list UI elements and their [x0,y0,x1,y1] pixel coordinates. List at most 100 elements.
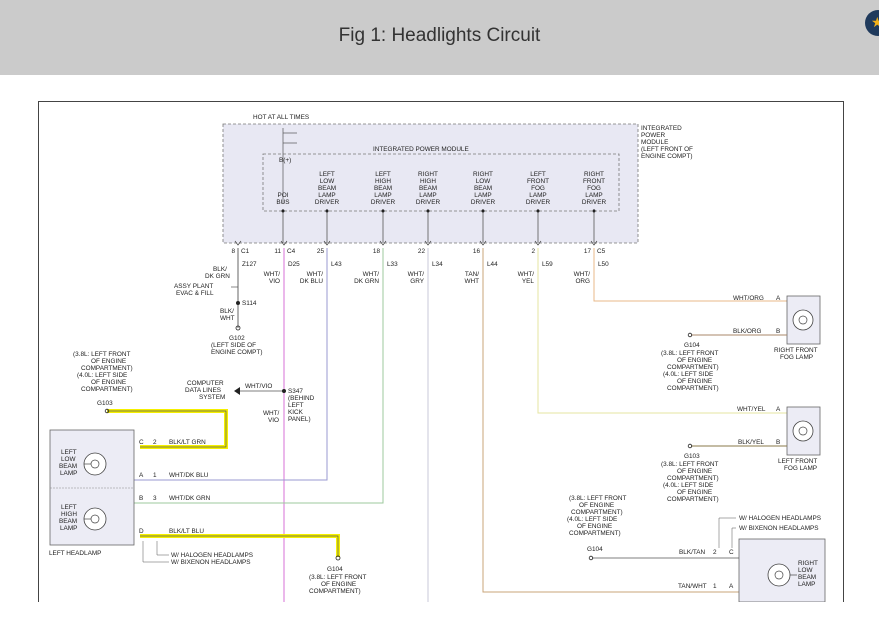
circuit-id: Z127 [242,261,257,268]
driver-label-line: DRIVER [471,199,496,206]
svg-text:WHT/DK BLU: WHT/DK BLU [169,472,209,479]
svg-text:HIGH: HIGH [61,511,77,518]
svg-text:D: D [139,528,144,535]
svg-text:COMPARTMENT): COMPARTMENT) [667,496,719,503]
page-header: Fig 1: Headlights Circuit [0,0,879,75]
svg-text:S347: S347 [288,388,303,395]
ground-g102-icon [235,325,241,331]
svg-text:COMPARTMENT): COMPARTMENT) [309,588,361,595]
svg-text:G103: G103 [684,453,700,460]
svg-text:RIGHT FRONT: RIGHT FRONT [774,347,818,354]
pin-number: 18 [373,248,381,255]
driver-label-line: LEFT [530,171,546,178]
svg-text:OF ENGINE: OF ENGINE [677,378,712,385]
ground-g103-fog-icon [687,443,693,449]
driver-label-line: FOG [587,185,601,192]
svg-text:RIGHT: RIGHT [798,560,818,567]
g103-left-group: (3.8L: LEFT FRONT OF ENGINE COMPARTMENT)… [73,351,133,407]
driver-label-line: LOW [476,178,492,185]
driver-label-line: DRIVER [526,199,551,206]
svg-text:A: A [729,583,734,590]
svg-text:DK GRN: DK GRN [205,273,230,280]
svg-text:W/ HALOGEN HEADLAMPS: W/ HALOGEN HEADLAMPS [739,515,821,522]
hot-at-all-times-label: HOT AT ALL TIMES [253,114,309,121]
left-headlamp-notes: W/ HALOGEN HEADLAMPS W/ BIXENON HEADLAMP… [142,541,253,566]
wire-color-top: WHT/ [408,271,425,278]
left-fog-labels: WHT/YEL A BLK/YEL B LEFT FRONT FOG LAMP … [661,406,817,503]
star-icon[interactable]: ★ [865,10,879,36]
wiring-diagram: HOT AT ALL TIMES INTEGRATED POWER MODULE… [38,101,844,602]
svg-text:OF ENGINE: OF ENGINE [677,468,712,475]
driver-node [536,209,540,213]
svg-text:1: 1 [153,472,157,479]
svg-text:C: C [139,439,144,446]
svg-text:ENGINE COMPT): ENGINE COMPT) [211,349,262,356]
driver-label-line: RIGHT [418,171,438,178]
svg-text:(3.8L: LEFT FRONT: (3.8L: LEFT FRONT [661,461,719,468]
ground-g103-left-icon [104,408,110,414]
svg-text:ENGINE COMPT): ENGINE COMPT) [641,153,692,160]
driver-label-line: FOG [531,185,545,192]
driver-label-line: DRIVER [416,199,441,206]
svg-text:OF ENGINE: OF ENGINE [677,489,712,496]
wire-color-bottom: GRY [410,278,424,285]
circuit-id: L50 [598,261,609,268]
svg-text:WHT/ORG: WHT/ORG [733,295,764,302]
driver-label-line: LAMP [474,192,491,199]
svg-text:G104: G104 [684,342,700,349]
pin-chevron-icon [379,240,387,246]
svg-text:DATA LINES: DATA LINES [185,387,221,394]
svg-text:(4.0L: LEFT SIDE: (4.0L: LEFT SIDE [567,516,617,523]
svg-text:1: 1 [713,583,717,590]
module-title: INTEGRATED POWER MODULE [373,146,469,153]
driver-label-line: LAMP [374,192,391,199]
svg-text:(4.0L: LEFT SIDE: (4.0L: LEFT SIDE [77,372,127,379]
pin-chevron-icon [424,240,432,246]
right-fog-bulb-icon [792,309,814,331]
svg-text:LEFT: LEFT [61,504,77,511]
svg-text:BEAM: BEAM [798,574,816,581]
pin-number: 25 [317,248,325,255]
driver-label-line: DRIVER [582,199,607,206]
driver-node [426,209,430,213]
svg-text:BLK/ORG: BLK/ORG [733,328,761,335]
pin-chevron-icon [534,240,542,246]
svg-text:LAMP: LAMP [60,470,77,477]
svg-text:LEFT: LEFT [61,449,77,456]
svg-text:COMPARTMENT): COMPARTMENT) [571,509,623,516]
svg-text:LOW: LOW [798,567,814,574]
svg-text:INTEGRATED: INTEGRATED [641,125,682,132]
svg-text:2: 2 [153,439,157,446]
svg-text:G104: G104 [587,546,603,553]
svg-text:BEAM: BEAM [59,518,77,525]
svg-text:COMPARTMENT): COMPARTMENT) [569,530,621,537]
pin-chevron-icon [280,240,288,246]
right-low-bulb-icon [767,563,797,587]
wire-color-bottom: DK GRN [354,278,379,285]
svg-text:TAN/WHT: TAN/WHT [678,583,707,590]
svg-text:EVAC & FILL: EVAC & FILL [176,290,214,297]
driver-label-line: POI [277,192,288,199]
connector-label: C4 [287,248,296,255]
driver-label-line: RIGHT [584,171,604,178]
wire-color-top: WHT/ [307,271,324,278]
svg-text:(3.8L: LEFT FRONT: (3.8L: LEFT FRONT [73,351,131,358]
svg-text:FOG LAMP: FOG LAMP [780,354,813,361]
connector-label: C1 [241,248,250,255]
svg-text:(4.0L: LEFT SIDE: (4.0L: LEFT SIDE [663,371,713,378]
wire-color-bottom: ORG [575,278,590,285]
svg-text:BLK/LT BLU: BLK/LT BLU [169,528,204,535]
pin-number: 17 [584,248,592,255]
svg-text:BEAM: BEAM [59,463,77,470]
wire-tan-wht [482,248,739,593]
pin-number: 11 [274,248,281,255]
bplus-label: B(+) [279,157,291,164]
driver-label-line: BEAM [374,185,392,192]
driver-labels: POIBUSLEFTLOWBEAMLAMPDRIVERLEFTHIGHBEAML… [276,171,606,243]
diagram-canvas: HOT AT ALL TIMES INTEGRATED POWER MODULE… [49,114,826,602]
driver-label-line: LAMP [318,192,335,199]
svg-text:BLK/LT GRN: BLK/LT GRN [169,439,206,446]
svg-text:COMPARTMENT): COMPARTMENT) [667,475,719,482]
splice-s114-dot [236,301,240,305]
